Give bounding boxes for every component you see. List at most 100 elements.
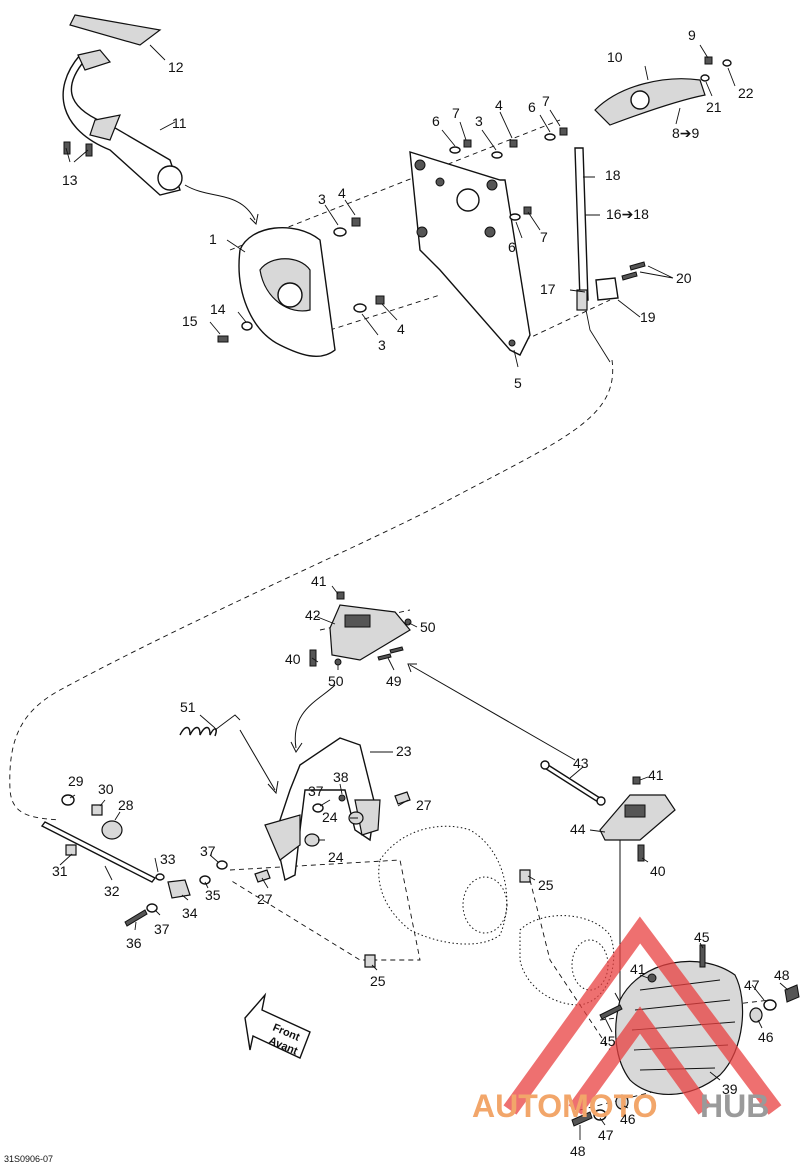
washer-33 xyxy=(155,873,165,881)
callout-37: 37 xyxy=(154,921,170,937)
washer-37 xyxy=(146,903,158,913)
callout-24: 24 xyxy=(322,809,338,825)
pedal-bracket-shade xyxy=(264,814,301,861)
callout-48: 48 xyxy=(774,967,790,983)
cable-route-line xyxy=(9,359,614,821)
washer-35 xyxy=(199,875,211,885)
bushing-25 xyxy=(364,954,376,968)
callout-45: 45 xyxy=(694,929,710,945)
callout-10: 10 xyxy=(607,49,623,65)
rod-part xyxy=(574,147,589,301)
callout-34: 34 xyxy=(182,905,198,921)
bracket-42-window xyxy=(344,614,371,628)
callout-50: 50 xyxy=(328,673,344,689)
figure-code: 31S0906-07 xyxy=(4,1154,53,1164)
cable-part xyxy=(583,299,611,363)
callout-47: 47 xyxy=(598,1127,614,1143)
callout-6: 6 xyxy=(528,99,536,115)
rod-43-end xyxy=(540,760,550,770)
callout-12: 12 xyxy=(168,59,184,75)
pins-49 xyxy=(389,646,404,654)
washer-3 xyxy=(333,227,347,237)
assembly-line xyxy=(529,879,611,1051)
plate-part xyxy=(409,151,531,356)
callout-7: 7 xyxy=(540,229,548,245)
callout-41: 41 xyxy=(648,767,664,783)
washer-38 xyxy=(338,794,346,802)
spring-51 xyxy=(179,726,217,737)
washer-6 xyxy=(509,213,521,221)
callout-4: 4 xyxy=(397,321,405,337)
callout-41: 41 xyxy=(311,573,327,589)
screw-20 xyxy=(629,261,646,271)
clip-50 xyxy=(334,658,342,666)
plate-boss xyxy=(508,339,516,347)
callout-3: 3 xyxy=(318,191,326,207)
plate-hole xyxy=(456,188,480,212)
washer-21 xyxy=(700,74,710,82)
handle-hub xyxy=(630,90,650,110)
callout-29: 29 xyxy=(68,773,84,789)
rod-43-end xyxy=(596,796,606,806)
bolt-45 xyxy=(599,1004,623,1020)
bolt-4 xyxy=(509,139,518,148)
install-arrow xyxy=(290,741,303,753)
bushing-25 xyxy=(519,869,531,883)
callout-24: 24 xyxy=(328,849,344,865)
callout-45: 45 xyxy=(600,1033,616,1049)
pivot-34 xyxy=(167,879,191,899)
callout-1: 1 xyxy=(209,231,217,247)
callout-28: 28 xyxy=(118,797,134,813)
assembly-line xyxy=(329,294,441,331)
cover-hole xyxy=(277,282,303,308)
callout-40: 40 xyxy=(650,863,666,879)
nut-9 xyxy=(704,56,713,65)
callout-7: 7 xyxy=(452,105,460,121)
bracket-19 xyxy=(595,277,619,301)
washer-37 xyxy=(216,860,228,870)
callout-3: 3 xyxy=(475,113,483,129)
install-arrow xyxy=(184,184,256,221)
rod-43 xyxy=(542,761,601,804)
nut-41 xyxy=(647,973,657,983)
callout-3: 3 xyxy=(378,337,386,353)
bolt-48 xyxy=(571,1111,593,1127)
bushing-46 xyxy=(615,1094,629,1110)
plate-boss xyxy=(416,226,428,238)
nut-41 xyxy=(336,591,345,600)
bolt-27 xyxy=(394,791,411,805)
plate-boss xyxy=(486,179,498,191)
install-arrow xyxy=(407,663,417,673)
gearbox-reference-port xyxy=(462,876,508,934)
washer-14 xyxy=(241,321,253,331)
bolt-27 xyxy=(254,869,271,883)
watermark-logo xyxy=(503,916,782,1115)
strap-bracket xyxy=(77,49,112,71)
callout-37: 37 xyxy=(200,843,216,859)
callout-35: 35 xyxy=(205,887,221,903)
callout-25: 25 xyxy=(538,877,554,893)
lever-hub xyxy=(157,165,183,191)
install-arrow xyxy=(267,780,279,795)
callout-46: 46 xyxy=(758,1029,774,1045)
callout-49: 49 xyxy=(386,673,402,689)
shaft-32 xyxy=(40,821,157,883)
callout-44: 44 xyxy=(570,821,586,837)
callout-15: 15 xyxy=(182,313,198,329)
callout-19: 19 xyxy=(640,309,656,325)
callout-51: 51 xyxy=(180,699,196,715)
washer-6 xyxy=(449,146,461,154)
assembly-line xyxy=(524,299,611,341)
bolt-40 xyxy=(637,844,645,862)
rod-sleeve xyxy=(576,289,588,311)
clip-50 xyxy=(404,618,412,626)
nut-41 xyxy=(632,776,641,785)
washer-6 xyxy=(544,133,556,141)
callout-6: 6 xyxy=(508,239,516,255)
bolt-4 xyxy=(351,217,361,227)
callout-42: 42 xyxy=(305,607,321,623)
screw-15 xyxy=(217,335,229,343)
callout-33: 33 xyxy=(160,851,176,867)
washer-3 xyxy=(353,303,367,313)
